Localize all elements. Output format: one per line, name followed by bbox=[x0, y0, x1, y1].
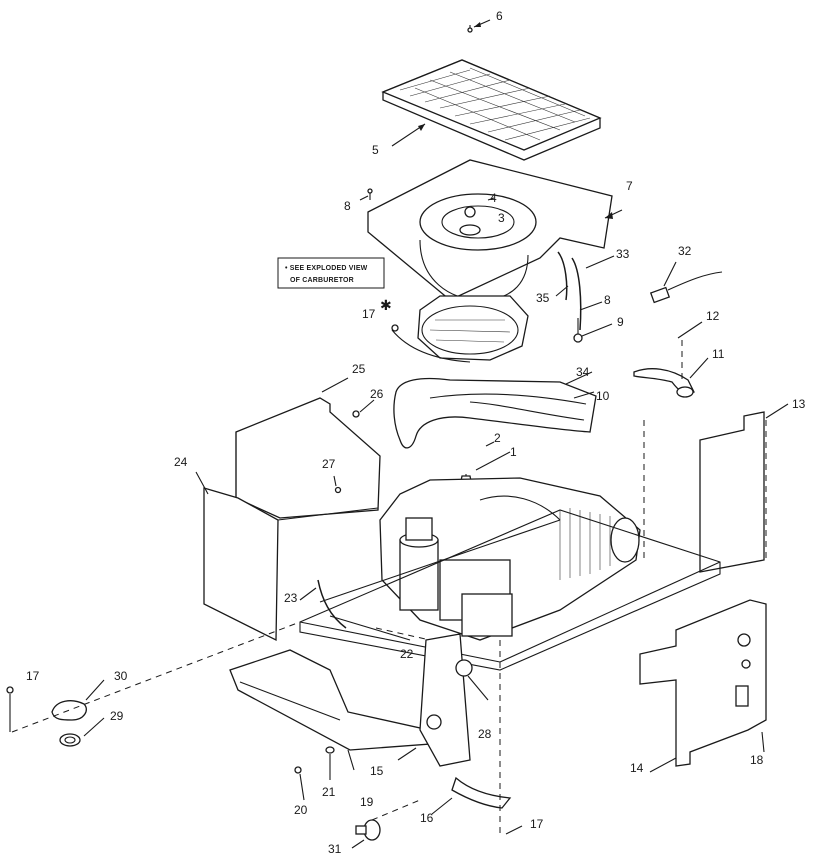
label-30: 30 bbox=[114, 669, 128, 683]
label-1: 1 bbox=[510, 445, 517, 459]
part-13-side-panel bbox=[699, 403, 789, 573]
label-17-bottom: 17 bbox=[530, 817, 544, 831]
part-33-35-linkage bbox=[555, 251, 615, 343]
part-7-blower-housing bbox=[367, 159, 623, 301]
label-32: 32 bbox=[678, 244, 692, 258]
label-31: 31 bbox=[328, 842, 342, 856]
label-20: 20 bbox=[294, 803, 308, 817]
label-28: 28 bbox=[478, 727, 492, 741]
part-8-screw-upper bbox=[359, 188, 373, 201]
asterisk-mark: ✱ bbox=[380, 297, 392, 313]
part-15-16-exhaust bbox=[397, 633, 512, 838]
label-34: 34 bbox=[576, 365, 590, 379]
label-3: 3 bbox=[498, 211, 505, 225]
part-32-connector bbox=[649, 261, 723, 304]
part-20-21-31-fasteners bbox=[294, 731, 765, 849]
label-11: 11 bbox=[712, 347, 725, 361]
label-26: 26 bbox=[370, 387, 384, 401]
label-6: 6 bbox=[496, 9, 503, 23]
label-14: 14 bbox=[630, 761, 644, 775]
label-23: 23 bbox=[284, 591, 298, 605]
label-17-upper: 17 bbox=[362, 307, 376, 321]
part-30-29-cover bbox=[6, 621, 301, 747]
part-11-lever bbox=[633, 321, 709, 398]
label-4: 4 bbox=[490, 191, 497, 205]
label-9: 9 bbox=[617, 315, 624, 329]
label-33: 33 bbox=[616, 247, 630, 261]
label-27: 27 bbox=[322, 457, 336, 471]
label-2: 2 bbox=[494, 431, 501, 445]
part-number-labels: 6 5 8 3 4 7 33 32 35 8 9 17 25 26 34 10 … bbox=[26, 9, 806, 856]
base-frame bbox=[299, 420, 721, 671]
label-25: 25 bbox=[352, 362, 366, 376]
part-25-24-shroud bbox=[195, 377, 381, 642]
label-21: 21 bbox=[322, 785, 336, 799]
label-7: 7 bbox=[626, 179, 633, 193]
note-line-1: • SEE EXPLODED VIEW bbox=[285, 265, 368, 272]
part-14-rear-panel bbox=[639, 599, 767, 773]
carburetor-note: • SEE EXPLODED VIEW OF CARBURETOR bbox=[277, 257, 385, 289]
label-19: 19 bbox=[360, 795, 374, 809]
part-34-blower-scroll bbox=[393, 371, 597, 449]
part-22-23-fuel-line bbox=[299, 579, 431, 641]
label-16: 16 bbox=[420, 811, 434, 825]
label-8-mid: 8 bbox=[604, 293, 611, 307]
label-8-upper: 8 bbox=[344, 199, 351, 213]
label-12: 12 bbox=[706, 309, 720, 323]
label-35: 35 bbox=[536, 291, 550, 305]
label-29: 29 bbox=[110, 709, 124, 723]
label-24: 24 bbox=[174, 455, 188, 469]
label-15: 15 bbox=[370, 764, 384, 778]
part-17-flywheel-screen: ✱ bbox=[380, 295, 529, 363]
part-6-screw bbox=[467, 19, 491, 33]
label-10: 10 bbox=[596, 389, 610, 403]
engine-block bbox=[379, 477, 641, 641]
label-22: 22 bbox=[400, 647, 414, 661]
label-5: 5 bbox=[372, 143, 379, 157]
note-line-2: OF CARBURETOR bbox=[290, 277, 354, 284]
label-17-left: 17 bbox=[26, 669, 40, 683]
label-18: 18 bbox=[750, 753, 764, 767]
label-13: 13 bbox=[792, 397, 806, 411]
part-5-filter-screen bbox=[381, 59, 602, 161]
